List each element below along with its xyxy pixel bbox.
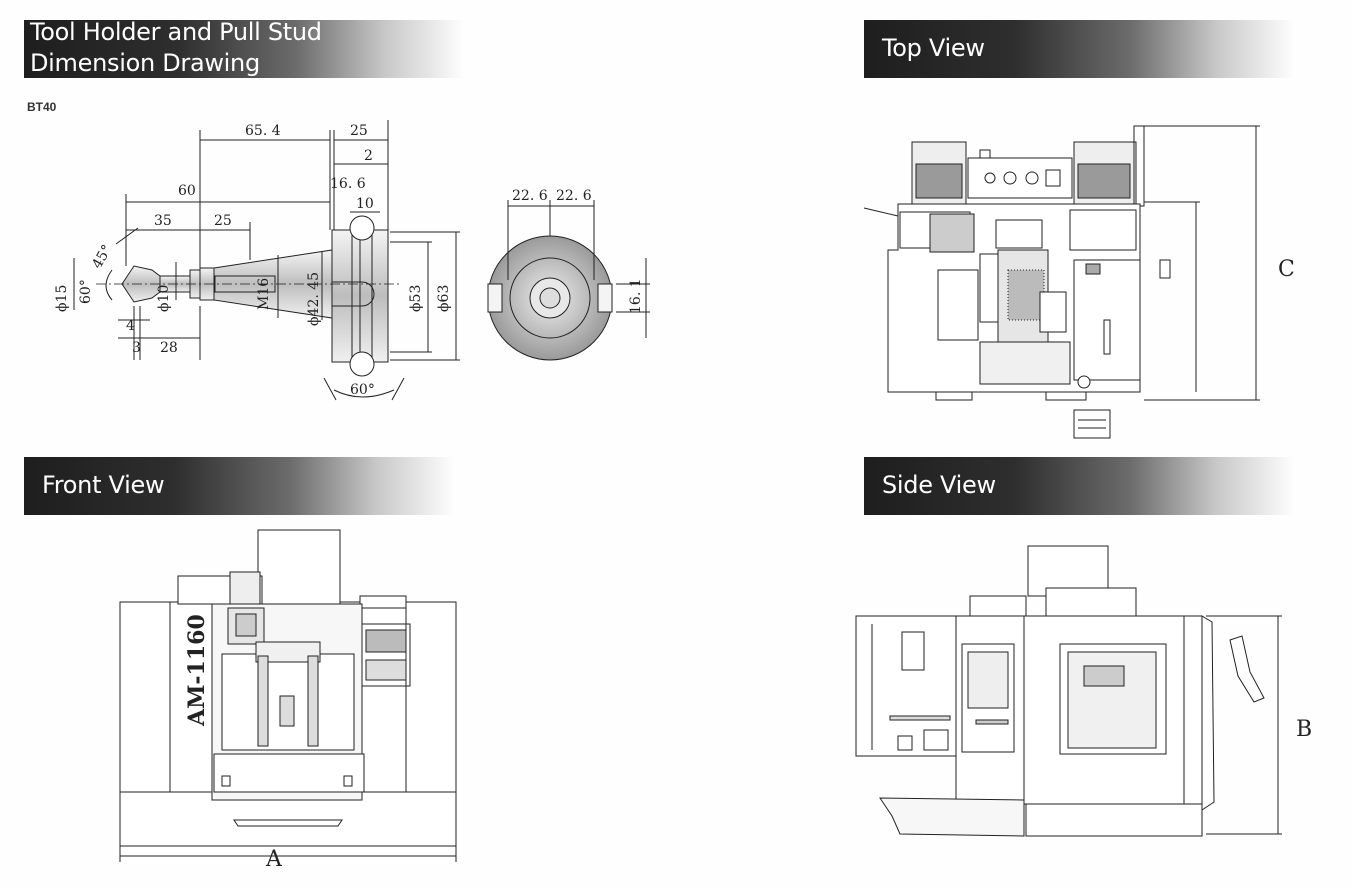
dim-4: 4 bbox=[126, 318, 135, 334]
dim-22-6-left: 22. 6 bbox=[512, 188, 548, 204]
dim-phi63: ϕ63 bbox=[436, 285, 452, 312]
dim-25-mid: 25 bbox=[214, 213, 232, 229]
front-view-title: Front View bbox=[42, 471, 165, 499]
dim-angle-45: 45° bbox=[89, 242, 115, 272]
tool-spec-label: BT40 bbox=[27, 100, 57, 114]
dim-phi42-45: ϕ42. 45 bbox=[306, 272, 322, 326]
dim-3: 3 bbox=[132, 340, 141, 356]
dimension-label-c: C bbox=[1278, 257, 1295, 282]
tool-holder-drawing: 65. 4 25 2 60 16. 6 10 35 25 45° ϕ15 60°… bbox=[54, 120, 650, 401]
dim-phi15: ϕ15 bbox=[54, 285, 70, 312]
dim-16-6: 16. 6 bbox=[330, 176, 366, 192]
tool-header-line2: Dimension Drawing bbox=[30, 49, 260, 77]
top-view-header: Top View bbox=[864, 20, 1294, 78]
dim-2: 2 bbox=[364, 148, 373, 164]
dim-10: 10 bbox=[356, 196, 374, 212]
tool-header-line1: Tool Holder and Pull Stud bbox=[30, 18, 322, 46]
dim-phi10: ϕ10 bbox=[156, 285, 172, 312]
side-view-header: Side View bbox=[864, 457, 1294, 515]
dim-28: 28 bbox=[160, 340, 178, 356]
side-view-drawing: B bbox=[855, 545, 1312, 837]
front-view-drawing: AM-1160 A bbox=[119, 529, 457, 872]
dim-m16: M16 bbox=[256, 278, 272, 310]
dim-angle-60-flange: 60° bbox=[350, 382, 375, 398]
dimension-label-a: A bbox=[265, 847, 283, 872]
machine-model-label: AM-1160 bbox=[184, 614, 210, 727]
dim-65-4: 65. 4 bbox=[245, 123, 281, 139]
dim-phi53: ϕ53 bbox=[408, 285, 424, 312]
dim-35: 35 bbox=[154, 213, 172, 229]
front-view-header: Front View bbox=[24, 457, 454, 515]
tool-holder-end-view bbox=[487, 200, 650, 361]
top-view-drawing: C bbox=[863, 125, 1295, 439]
dim-angle-60-stud: 60° bbox=[78, 279, 94, 304]
side-view-title: Side View bbox=[882, 471, 996, 499]
dim-25-top: 25 bbox=[350, 123, 368, 139]
top-view-title: Top View bbox=[882, 34, 985, 62]
tool-drawing-header: Tool Holder and Pull Stud Dimension Draw… bbox=[24, 18, 464, 78]
dim-22-6-right: 22. 6 bbox=[556, 188, 592, 204]
dim-16-1: 16. 1 bbox=[628, 278, 644, 314]
dimension-label-b: B bbox=[1296, 717, 1312, 742]
dim-60: 60 bbox=[178, 183, 196, 199]
